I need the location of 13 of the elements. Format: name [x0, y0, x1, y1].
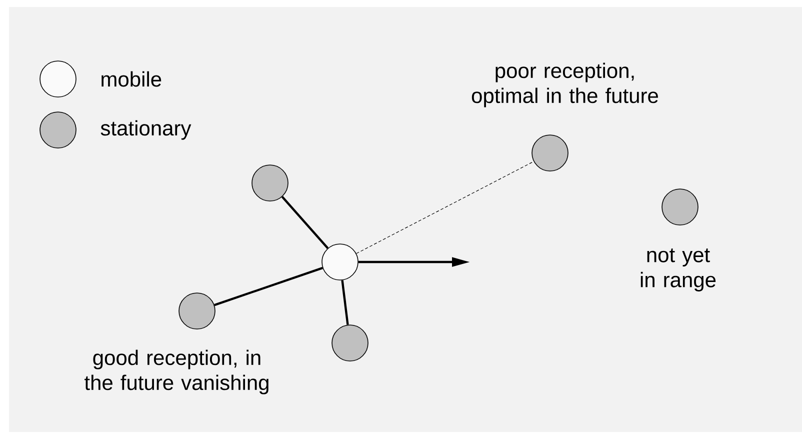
station-circle: [332, 324, 368, 362]
legend-label: mobile: [102, 71, 162, 87]
station-circle: [178, 292, 216, 330]
node-caption: not yet in range: [640, 248, 716, 292]
station-circle: [252, 164, 288, 202]
dashed-link: [356, 161, 534, 254]
legend-label: stationary: [100, 120, 192, 140]
link-line: [214, 266, 323, 306]
link-line: [341, 280, 349, 325]
group-caption: good reception, in the future vanishing: [84, 350, 268, 394]
link-line: [281, 196, 329, 249]
node-caption: poor reception, optimal in the future: [472, 62, 658, 108]
station-circle: [322, 244, 358, 280]
